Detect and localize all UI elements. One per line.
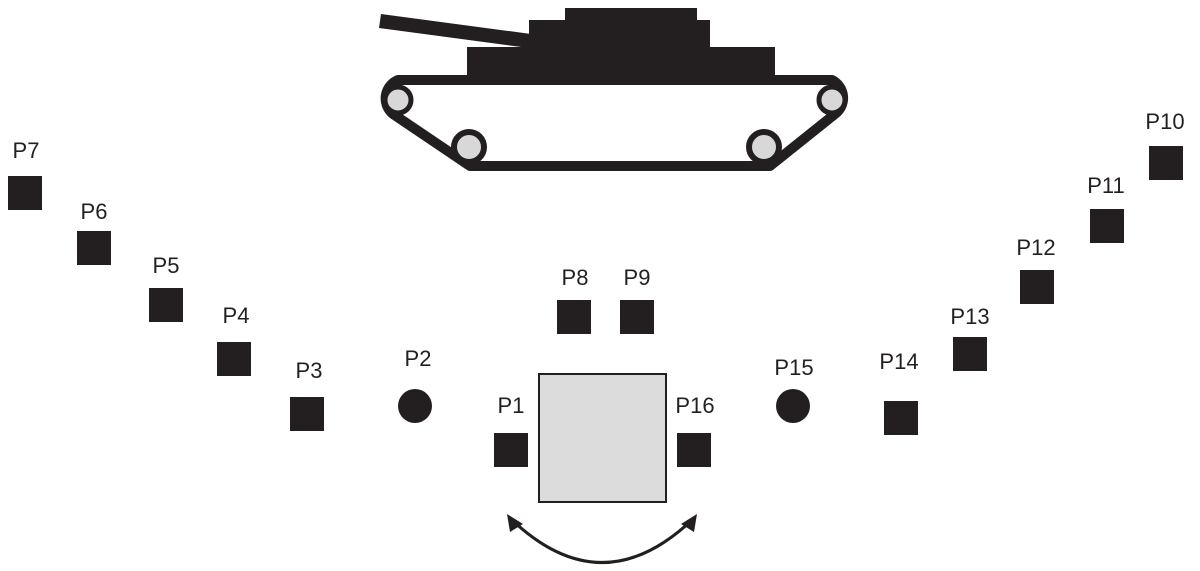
marker-p8 <box>557 300 591 334</box>
label-p14: P14 <box>879 349 918 374</box>
rotation-arrowhead-right <box>681 514 697 532</box>
marker-p9 <box>620 300 654 334</box>
tank-turret-middle <box>529 20 710 50</box>
marker-p15 <box>776 389 810 423</box>
tank-wheel-lower-right <box>746 129 782 165</box>
tank-wheel-lower-left <box>451 129 487 165</box>
marker-p12 <box>1020 270 1054 304</box>
rotation-arrowhead-left <box>507 514 523 532</box>
marker-p5 <box>149 288 183 322</box>
label-p12: P12 <box>1016 235 1055 260</box>
label-p2: P2 <box>405 346 432 371</box>
label-p1: P1 <box>498 393 525 418</box>
marker-p4 <box>217 342 251 376</box>
marker-p3 <box>290 397 324 431</box>
tank-wheel-rear <box>816 84 848 116</box>
marker-p6 <box>77 231 111 265</box>
label-p16: P16 <box>675 393 714 418</box>
marker-p14 <box>884 401 918 435</box>
tank-gun-barrel <box>379 14 531 48</box>
tank-wheel-front <box>382 84 414 116</box>
position-markers: P1 P2 P3 P4 P5 P6 P7 P8 P9 <box>8 109 1185 467</box>
marker-p13 <box>953 337 987 371</box>
label-p7: P7 <box>13 138 40 163</box>
marker-p1 <box>494 433 528 467</box>
label-p8: P8 <box>562 265 589 290</box>
label-p11: P11 <box>1087 173 1125 198</box>
marker-p7 <box>8 176 42 210</box>
label-p4: P4 <box>223 303 250 328</box>
marker-p10 <box>1149 146 1183 180</box>
label-p13: P13 <box>950 304 989 329</box>
label-p6: P6 <box>81 199 108 224</box>
marker-p16 <box>677 433 711 467</box>
marker-p2 <box>398 389 432 423</box>
label-p15: P15 <box>774 355 813 380</box>
rotation-arrow-icon <box>507 514 697 564</box>
label-p5: P5 <box>153 253 180 278</box>
label-p10: P10 <box>1145 109 1184 134</box>
label-p3: P3 <box>296 358 323 383</box>
tank-turret-top <box>565 8 697 22</box>
label-p9: P9 <box>624 265 651 290</box>
rotation-arc <box>509 517 695 564</box>
marker-p11 <box>1090 209 1124 243</box>
tank-icon <box>379 8 849 171</box>
central-table <box>538 373 667 503</box>
